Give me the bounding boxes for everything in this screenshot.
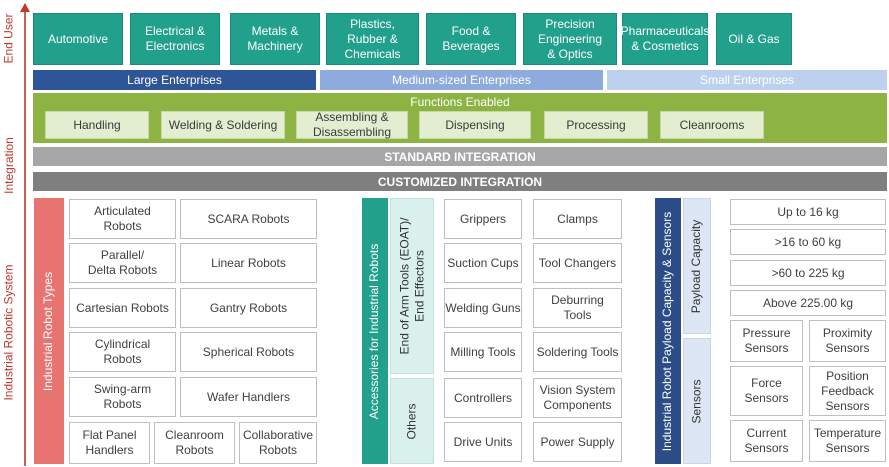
end-user-food-beverages: Food & Beverages [426, 13, 516, 65]
sensor-current-sensors: Current Sensors [730, 420, 803, 462]
robot-types-label: Industrial Robot Types [34, 198, 64, 464]
robot-type-scara-robots: SCARA Robots [180, 199, 317, 239]
function-dispensing: Dispensing [419, 111, 531, 139]
accessory-deburring-tools: Deburring Tools [533, 288, 622, 328]
end-user-precision-engineering-optics: Precision Engineering & Optics [523, 13, 617, 65]
end-user-plastics-rubber-chemicals: Plastics, Rubber & Chemicals [326, 13, 419, 65]
robot-type-cleanroom-robots: Cleanroom Robots [154, 422, 235, 464]
robot-type-flat-panel-handlers: Flat Panel Handlers [69, 422, 150, 464]
sensor-position-feedback-sensors: Position Feedback Sensors [809, 366, 886, 416]
robot-type-articulated-robots: Articulated Robots [69, 199, 176, 239]
accessory-power-supply: Power Supply [533, 422, 622, 462]
function-processing: Processing [544, 111, 648, 139]
payload-above-225-00-kg: Above 225.00 kg [730, 290, 886, 316]
payload-sensors-label: Industrial Robot Payload Capacity & Sens… [655, 198, 681, 464]
sensor-pressure-sensors: Pressure Sensors [730, 320, 803, 362]
axis-label-system: Industrial Robotic System [1, 263, 16, 401]
accessory-tool-changers: Tool Changers [533, 243, 622, 283]
sensor-proximity-sensors: Proximity Sensors [809, 320, 886, 362]
function-handling: Handling [45, 111, 149, 139]
accessories-label: Accessories for Industrial Robots [362, 198, 388, 464]
sensor-temperature-sensors: Temperature Sensors [809, 420, 886, 462]
robot-type-linear-robots: Linear Robots [180, 243, 317, 283]
payload-capacity-label: Payload Capacity [683, 198, 711, 334]
end-user-metals-machinery: Metals & Machinery [230, 13, 320, 65]
accessory-suction-cups: Suction Cups [444, 243, 522, 283]
accessory-soldering-tools: Soldering Tools [533, 332, 622, 372]
robot-type-gantry-robots: Gantry Robots [180, 288, 317, 328]
accessory-controllers: Controllers [444, 378, 522, 418]
medium-enterprises-bar: Medium-sized Enterprises [320, 70, 603, 90]
functions-title: Functions Enabled [410, 95, 510, 109]
robot-type-parallel-delta-robots: Parallel/ Delta Robots [69, 243, 176, 283]
end-user-oil-gas: Oil & Gas [716, 13, 792, 65]
robot-type-swing-arm-robots: Swing-arm Robots [69, 377, 176, 417]
robot-type-cylindrical-robots: Cylindrical Robots [69, 332, 176, 372]
function-assembling-disassembling: Assembling & Disassembling [296, 110, 408, 139]
axis-label-end-user: End User [1, 12, 16, 64]
vertical-axis-arrow [20, 3, 30, 466]
accessory-grippers: Grippers [444, 199, 522, 239]
small-enterprises-bar: Small Enterprises [607, 70, 887, 90]
accessory-milling-tools: Milling Tools [444, 332, 522, 372]
accessory-vision-system-components: Vision System Components [533, 378, 622, 418]
accessory-clamps: Clamps [533, 199, 622, 239]
eoat-label: End of Arm Tools (EOAT)/ End Effectors [390, 198, 434, 374]
standard-integration-bar: STANDARD INTEGRATION [33, 147, 887, 166]
axis-label-integration: Integration [1, 136, 16, 194]
function-welding-soldering: Welding & Soldering [161, 111, 285, 139]
function-cleanrooms: Cleanrooms [660, 111, 764, 139]
payload-60-to-225-kg: >60 to 225 kg [730, 260, 886, 286]
accessory-welding-guns: Welding Guns [444, 288, 522, 328]
accessory-drive-units: Drive Units [444, 422, 522, 462]
others-label: Others [390, 378, 434, 464]
robot-type-collaborative-robots: Collaborative Robots [239, 422, 317, 464]
sensors-label: Sensors [683, 338, 711, 464]
payload-up-to-16-kg: Up to 16 kg [730, 199, 886, 225]
large-enterprises-bar: Large Enterprises [33, 70, 316, 90]
robot-type-spherical-robots: Spherical Robots [180, 332, 317, 372]
payload-16-to-60-kg: >16 to 60 kg [730, 229, 886, 255]
end-user-automotive: Automotive [33, 13, 123, 65]
sensor-force-sensors: Force Sensors [730, 366, 803, 416]
robot-type-cartesian-robots: Cartesian Robots [69, 288, 176, 328]
end-user-electrical-electronics: Electrical & Electronics [130, 13, 220, 65]
end-user-pharmaceuticals-cosmetics: Pharmaceuticals & Cosmetics [621, 13, 709, 65]
customized-integration-bar: CUSTOMIZED INTEGRATION [33, 172, 887, 191]
robot-type-wafer-handlers: Wafer Handlers [180, 377, 317, 417]
